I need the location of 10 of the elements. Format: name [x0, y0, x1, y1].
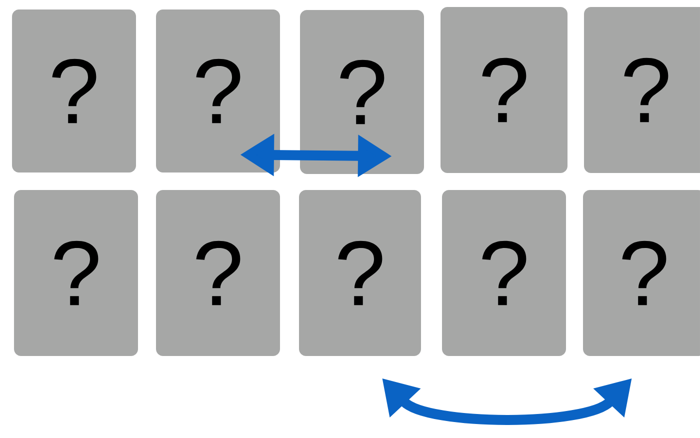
card: ?: [299, 190, 421, 356]
card: ?: [14, 190, 138, 356]
card: ?: [440, 7, 568, 173]
card: ?: [583, 190, 700, 356]
card: ?: [442, 190, 566, 356]
card: ?: [584, 7, 700, 173]
card: ?: [156, 190, 280, 356]
card: ?: [12, 10, 136, 172]
card: ?: [156, 10, 280, 172]
card: ?: [300, 10, 424, 174]
